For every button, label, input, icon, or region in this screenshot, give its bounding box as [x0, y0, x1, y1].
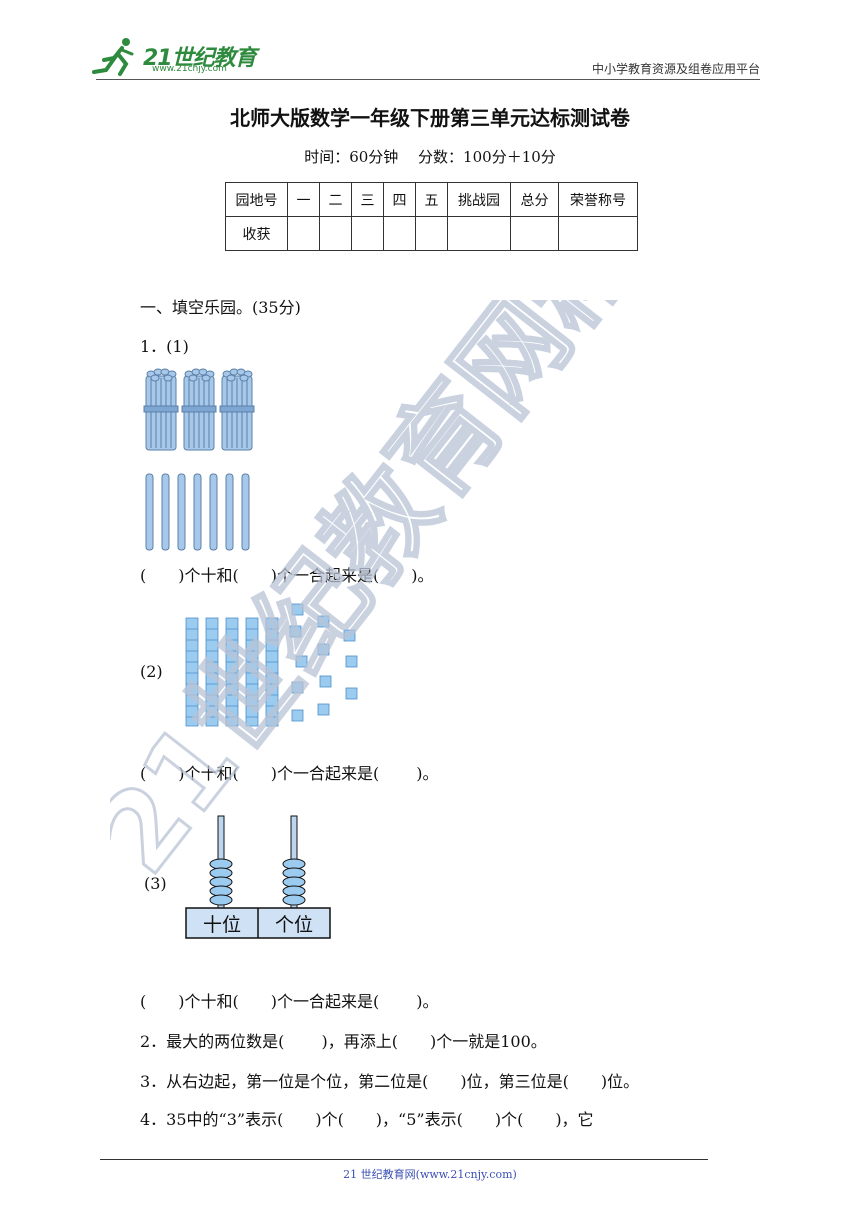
question-label: (3): [144, 874, 167, 893]
base-ten-blocks-image: [185, 603, 358, 727]
table-header-cell: 荣誉称号: [558, 182, 638, 217]
exam-time-score: 时间：60分钟 分数：100分＋10分: [304, 148, 556, 166]
question-3: 3．从右边起，第一位是个位，第二位是( )位，第三位是( )位。: [140, 1072, 640, 1091]
single-sticks-icon: [145, 473, 250, 551]
question-1-1-text: ( )个十和( )个一合起来是( )。: [140, 566, 434, 585]
header-divider: [96, 79, 760, 80]
ten-rods-icon: [185, 617, 279, 727]
footer-text: 21 世纪教育网(www.21cnjy.com): [343, 1168, 517, 1181]
abacus-beads-tens-icon: [209, 858, 233, 906]
footer-divider: [100, 1159, 708, 1160]
logo-text: 21世纪教育: [143, 46, 257, 71]
table-header-cell: 四: [383, 182, 416, 217]
table-cell: [351, 216, 384, 251]
table-cell: [383, 216, 416, 251]
score-table: 园地号 一 二 三 四 五 挑战园 总分 荣誉称号 收获: [225, 182, 638, 251]
table-cell: [558, 216, 638, 251]
score-table-row: 收获: [225, 216, 638, 251]
runner-logo-icon: [92, 38, 134, 76]
stick-bundle-icon: [219, 368, 255, 451]
table-cell: [319, 216, 352, 251]
stick-bundle-icon: [143, 368, 179, 451]
table-cell: [287, 216, 320, 251]
table-row-label: 收获: [225, 216, 288, 251]
question-4: 4．35中的“3”表示( )个( )，“5”表示( )个( )，它: [140, 1110, 594, 1129]
table-header-cell: 三: [351, 182, 384, 217]
abacus-label-tens: 十位: [202, 914, 241, 936]
question-2: 2．最大的两位数是( )，再添上( )个一就是100。: [140, 1032, 547, 1051]
question-1-3-text: ( )个十和( )个一合起来是( )。: [140, 992, 439, 1011]
table-cell: [415, 216, 448, 251]
table-cell: [510, 216, 559, 251]
stick-bundle-icon: [181, 368, 217, 451]
table-header-cell: 总分: [510, 182, 559, 217]
question-label: 1．(1): [140, 337, 189, 356]
unit-cubes-icon: [289, 603, 358, 722]
table-header-cell: 五: [415, 182, 448, 217]
table-cell: [447, 216, 511, 251]
abacus-beads-ones-icon: [282, 858, 306, 906]
abacus-image: [185, 815, 331, 939]
table-header-cell: 挑战园: [447, 182, 511, 217]
score-table-header-row: 园地号 一 二 三 四 五 挑战园 总分 荣誉称号: [225, 182, 638, 217]
section-heading: 一、填空乐园。(35分): [140, 298, 301, 317]
platform-name: 中小学教育资源及组卷应用平台: [591, 62, 760, 76]
table-header-cell: 园地号: [225, 182, 288, 217]
stick-bundles-image: [143, 368, 255, 551]
table-header-cell: 二: [319, 182, 352, 217]
abacus-label-ones: 个位: [274, 914, 313, 936]
page-title: 北师大版数学一年级下册第三单元达标测试卷: [230, 106, 630, 130]
question-label: (2): [140, 662, 163, 681]
table-header-cell: 一: [287, 182, 320, 217]
logo-url: www.21cnjy.com: [152, 64, 227, 74]
question-1-2-text: ( )个十和( )个一合起来是( )。: [140, 764, 439, 783]
